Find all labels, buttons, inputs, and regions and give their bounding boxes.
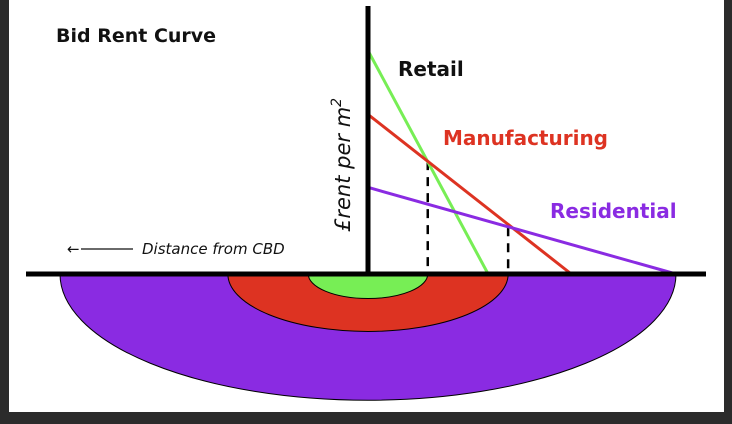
zone-retail (307, 273, 429, 299)
zone-residential (59, 273, 677, 401)
zone-semicircles (59, 273, 677, 401)
chart-frame: Bid Rent Curve £rent per m2 ← Distance f… (9, 0, 724, 412)
series-lines (366, 49, 677, 276)
series-label-retail: Retail (398, 57, 464, 81)
intersection-guides (426, 161, 510, 274)
series-label-residential: Residential (550, 199, 677, 223)
zone-manufacturing (227, 273, 509, 332)
x-axis-label-text: Distance from CBD (142, 240, 285, 258)
series-label-manufacturing: Manufacturing (443, 126, 608, 150)
y-axis-label: £rent per m2 (329, 98, 355, 232)
y-axis-label-main: £rent per m (331, 107, 355, 232)
svg-text:£rent per m2: £rent per m2 (329, 98, 355, 232)
series-line-residential (367, 185, 677, 276)
bid-rent-chart: Bid Rent Curve £rent per m2 ← Distance f… (26, 6, 706, 401)
chart-title: Bid Rent Curve (56, 25, 216, 47)
x-axis-arrow: ← (67, 240, 80, 258)
y-axis-label-sup: 2 (329, 98, 345, 107)
x-axis-label: ← Distance from CBD (67, 240, 285, 258)
series-line-manufacturing (367, 113, 573, 276)
